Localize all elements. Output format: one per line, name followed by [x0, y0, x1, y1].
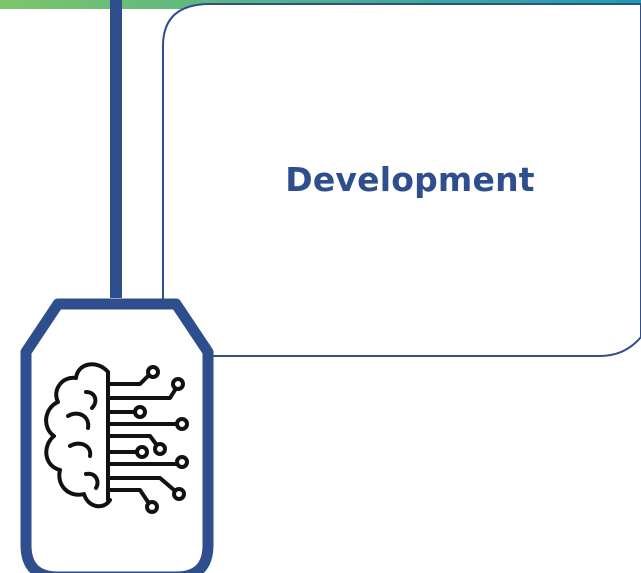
- brain-circuit-icon: [44, 362, 189, 514]
- icon-badge: [20, 298, 214, 573]
- stage-title: Development: [285, 160, 535, 199]
- timeline-connector: [110, 0, 122, 298]
